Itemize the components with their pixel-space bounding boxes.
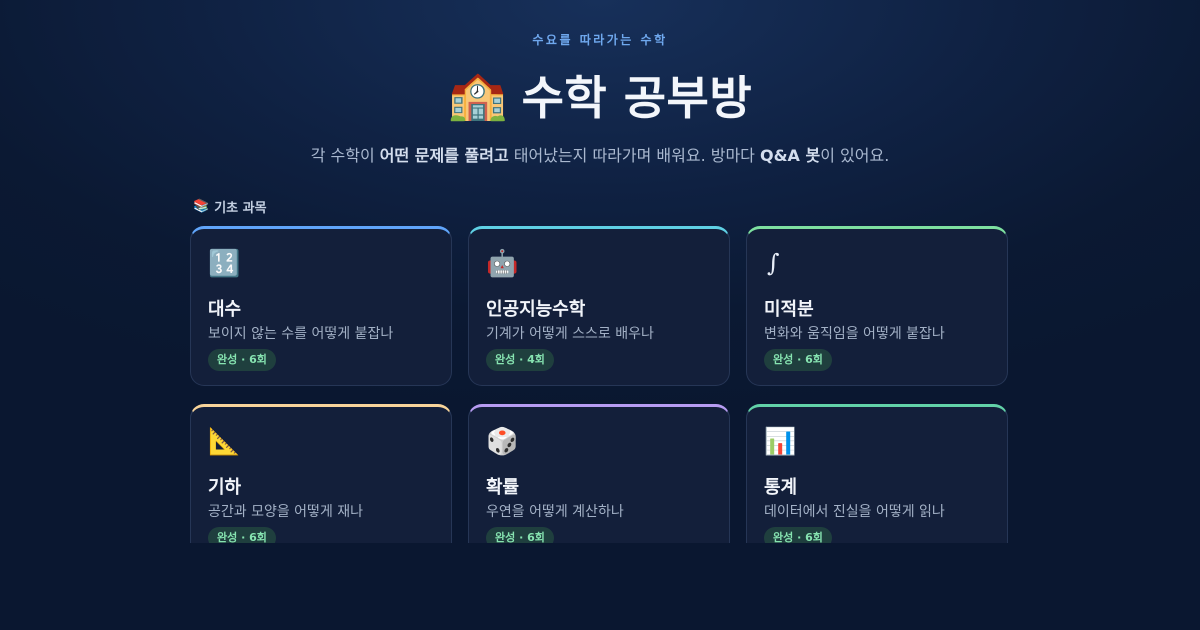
eyebrow-text: 수요를 따라가는 수학: [532, 33, 668, 47]
subtitle-part-3: 이 있어요.: [820, 146, 890, 165]
course-card-title: 대수: [208, 299, 242, 320]
status-badge: 완성 · 6회: [486, 527, 554, 543]
bar-chart-icon: 📊: [764, 427, 797, 457]
course-card-title: 확률: [486, 477, 520, 498]
status-badge: 완성 · 6회: [764, 349, 832, 371]
robot-icon: 🤖: [486, 249, 519, 279]
course-card-description: 우연을 어떻게 계산하나: [486, 504, 624, 520]
course-card-geometry[interactable]: 📐 기하 공간과 모양을 어떻게 재나 완성 · 6회: [190, 404, 452, 543]
course-card-calculus[interactable]: ∫ 미적분 변화와 움직임을 어떻게 붙잡나 완성 · 6회: [746, 226, 1008, 386]
subtitle-bold-1: 어떤 문제를 풀려고: [379, 146, 509, 165]
course-card-probability[interactable]: 🎲 확률 우연을 어떻게 계산하나 완성 · 6회: [468, 404, 730, 543]
course-card-description: 공간과 모양을 어떻게 재나: [208, 504, 364, 520]
course-card-title: 통계: [764, 477, 798, 498]
course-card-title: 인공지능수학: [486, 299, 586, 320]
school-building-icon: 🏫: [447, 67, 508, 123]
status-badge: 완성 · 4회: [486, 349, 554, 371]
course-card-description: 변화와 움직임을 어떻게 붙잡나: [764, 326, 945, 342]
course-card-description: 데이터에서 진실을 어떻게 읽나: [764, 504, 945, 520]
status-badge: 완성 · 6회: [208, 527, 276, 543]
page-title: 🏫 수학 공부방: [0, 62, 1200, 128]
status-badge: 완성 · 6회: [764, 527, 832, 543]
number-keypad-icon: 🔢: [208, 249, 241, 279]
triangle-ruler-icon: 📐: [208, 427, 241, 457]
subtitle-part-1: 각 수학이: [310, 146, 380, 165]
course-card-algebra[interactable]: 🔢 대수 보이지 않는 수를 어떻게 붙잡나 완성 · 6회: [190, 226, 452, 386]
subtitle-bold-2: Q&A 봇: [760, 146, 821, 165]
section-label-text: 기초 과목: [214, 201, 267, 216]
section-label: 📚 기초 과목: [193, 197, 267, 216]
course-card-statistics[interactable]: 📊 통계 데이터에서 진실을 어떻게 읽나 완성 · 6회: [746, 404, 1008, 543]
books-icon: 📚: [193, 199, 210, 214]
page-subtitle: 각 수학이 어떤 문제를 풀려고 태어났는지 따라가며 배워요. 방마다 Q&A…: [0, 142, 1200, 166]
status-badge: 완성 · 6회: [208, 349, 276, 371]
course-card-title: 기하: [208, 477, 242, 498]
course-card-title: 미적분: [764, 299, 814, 320]
subtitle-part-2: 태어났는지 따라가며 배워요. 방마다: [508, 146, 760, 165]
integral-icon: ∫: [767, 249, 780, 277]
course-grid: 🔢 대수 보이지 않는 수를 어떻게 붙잡나 완성 · 6회 🤖 인공지능수학 …: [186, 222, 1016, 543]
course-card-description: 보이지 않는 수를 어떻게 붙잡나: [208, 326, 394, 342]
page-title-text: 수학 공부방: [521, 71, 753, 125]
dice-icon: 🎲: [486, 427, 519, 457]
course-card-description: 기계가 어떻게 스스로 배우나: [486, 326, 654, 342]
course-card-ai-math[interactable]: 🤖 인공지능수학 기계가 어떻게 스스로 배우나 완성 · 4회: [468, 226, 730, 386]
